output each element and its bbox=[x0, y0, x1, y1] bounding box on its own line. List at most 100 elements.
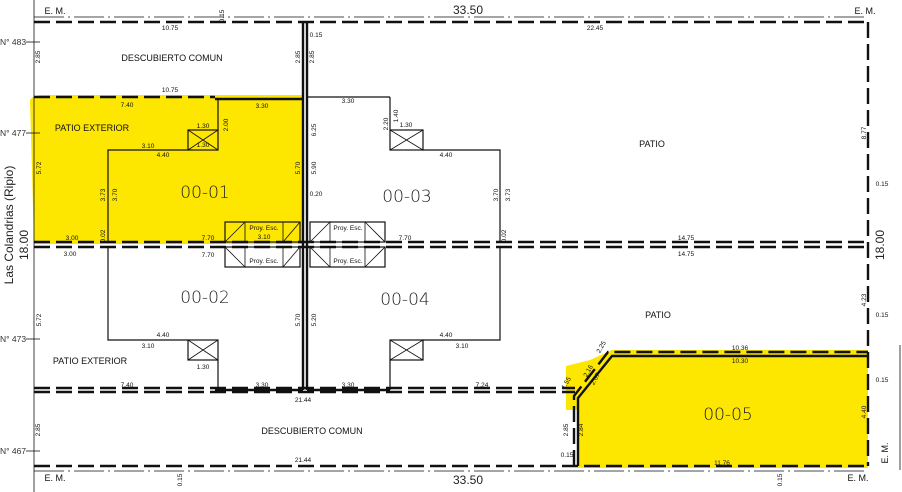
dimension: 5.70 bbox=[295, 313, 302, 326]
svg-text:Proy. Esc.: Proy. Esc. bbox=[333, 225, 362, 232]
duct-box bbox=[187, 129, 219, 151]
dimension: 2.85 bbox=[563, 423, 570, 436]
duct-box bbox=[187, 339, 219, 361]
walls bbox=[34, 22, 868, 466]
em-label: E. M. bbox=[880, 442, 890, 463]
dimension: 3.70 bbox=[493, 188, 500, 201]
stair-boxes: Proy. Esc. Proy. Esc. Proy. Esc. Proy. E… bbox=[224, 221, 386, 268]
dimension: 3.30 bbox=[342, 98, 355, 105]
dimension: 4.23 bbox=[861, 293, 868, 306]
house-number: N° 483 bbox=[0, 37, 26, 47]
dimension: 2.00 bbox=[223, 118, 230, 131]
dimension: 5.90 bbox=[311, 161, 318, 174]
dimension: 21.44 bbox=[295, 397, 312, 404]
dimension: 3.10 bbox=[456, 343, 469, 350]
dimension: 0.15 bbox=[876, 377, 889, 384]
dimension: 10.75 bbox=[162, 87, 179, 94]
stair-projection: Proy. Esc. bbox=[224, 221, 301, 243]
dimension: 4.40 bbox=[157, 152, 170, 159]
depth-bottom: 33.50 bbox=[453, 473, 483, 487]
dimension: 3.00 bbox=[66, 235, 79, 242]
dimension: 10.36 bbox=[732, 345, 749, 352]
dimension: 2.20 bbox=[383, 117, 390, 130]
dimension: 4.40 bbox=[440, 332, 453, 339]
dimension: 5.72 bbox=[36, 161, 43, 174]
dimension: 4.40 bbox=[440, 152, 453, 159]
dimension: 3.10 bbox=[142, 343, 155, 350]
property-boundary bbox=[33, 0, 901, 492]
dimension: 2.85 bbox=[309, 50, 316, 63]
svg-text:Proy. Esc.: Proy. Esc. bbox=[333, 258, 362, 265]
dimension: 4.40 bbox=[157, 332, 170, 339]
dimension: 1.30 bbox=[197, 123, 210, 130]
em-label: E. M. bbox=[854, 6, 875, 16]
unit-label-00-02[interactable]: 00-02 bbox=[180, 288, 229, 308]
area-common-bottom: DESCUBIERTO COMUN bbox=[261, 426, 362, 436]
dimension: 0.15 bbox=[219, 9, 226, 22]
stair-projection: Proy. Esc. bbox=[224, 246, 301, 268]
dimension: 3.10 bbox=[142, 143, 155, 150]
dimension: 3.00 bbox=[64, 251, 77, 258]
street-name: Las Colandrias (Ripio) bbox=[2, 166, 16, 285]
dimension: 1.30 bbox=[197, 364, 210, 371]
dimension: 3.10 bbox=[258, 234, 271, 241]
unit-label-00-01[interactable]: 00-01 bbox=[180, 183, 229, 203]
dimension: 7.40 bbox=[121, 102, 134, 109]
unit-label-00-05[interactable]: 00-05 bbox=[703, 405, 752, 425]
dimension: 14.75 bbox=[678, 235, 695, 242]
svg-text:Proy. Esc.: Proy. Esc. bbox=[249, 258, 278, 265]
dimension: 0.15 bbox=[876, 312, 889, 319]
area-patio-exterior: PATIO EXTERIOR bbox=[53, 356, 128, 366]
dimension: 1.30 bbox=[197, 142, 210, 149]
house-numbers: N° 483 N° 477 N° 473 N° 467 bbox=[0, 37, 40, 456]
dimension: 4.40 bbox=[861, 405, 868, 418]
dimension: 10.75 bbox=[162, 25, 179, 32]
dimension: 0.15 bbox=[777, 473, 784, 486]
dimension: 2.85 bbox=[35, 423, 42, 436]
dimension: 22.45 bbox=[587, 25, 604, 32]
duct-box bbox=[389, 129, 424, 151]
dimension: 3.30 bbox=[256, 103, 269, 110]
unit-label-00-03[interactable]: 00-03 bbox=[382, 187, 431, 207]
dimension: 10.30 bbox=[732, 358, 749, 365]
dimension: 6.25 bbox=[311, 123, 318, 136]
dimension: 5.70 bbox=[295, 161, 302, 174]
dimension: 0.20 bbox=[310, 191, 323, 198]
em-label: E. M. bbox=[847, 473, 868, 483]
dimension: 1.40 bbox=[393, 109, 400, 122]
stair-projection: Proy. Esc. bbox=[309, 221, 386, 243]
dimension: 0.15 bbox=[561, 452, 574, 459]
dimension: 0.15 bbox=[310, 32, 323, 39]
dimension: 21.44 bbox=[295, 457, 312, 464]
duct-box bbox=[389, 339, 424, 361]
dimension: 0.15 bbox=[177, 473, 184, 486]
dimension: 7.40 bbox=[121, 382, 134, 389]
house-number: N° 467 bbox=[0, 446, 26, 456]
area-patio: PATIO bbox=[639, 139, 665, 149]
dimension: 1.30 bbox=[400, 122, 413, 129]
dimension: 3.30 bbox=[256, 382, 269, 389]
dimension: 0.15 bbox=[876, 181, 889, 188]
duct-boxes bbox=[187, 129, 424, 361]
unit-label-00-04[interactable]: 00-04 bbox=[380, 290, 429, 310]
stair-projection: Proy. Esc. bbox=[309, 246, 386, 268]
dimension: 7.70 bbox=[202, 235, 215, 242]
dimension: 2.25 bbox=[596, 340, 609, 355]
dimension: 3.73 bbox=[100, 188, 107, 201]
unit-00-05-highlight[interactable] bbox=[566, 350, 868, 468]
dimension: 8.77 bbox=[861, 126, 868, 139]
dimension: 3.73 bbox=[505, 188, 512, 201]
dimension: 14.75 bbox=[678, 251, 695, 258]
svg-text:Proy. Esc.: Proy. Esc. bbox=[249, 225, 278, 232]
dimension: 3.70 bbox=[112, 188, 119, 201]
dimension: 2.85 bbox=[295, 50, 302, 63]
area-common-top: DESCUBIERTO COMUN bbox=[121, 53, 222, 63]
area-patio: PATIO bbox=[645, 310, 671, 320]
em-label: E. M. bbox=[44, 6, 65, 16]
dimension: 3.30 bbox=[342, 382, 355, 389]
unit-00-01-highlight[interactable] bbox=[30, 95, 303, 244]
dimension: 11.76 bbox=[714, 460, 730, 467]
house-number: N° 477 bbox=[0, 128, 26, 138]
dimension: 7.70 bbox=[399, 235, 412, 242]
